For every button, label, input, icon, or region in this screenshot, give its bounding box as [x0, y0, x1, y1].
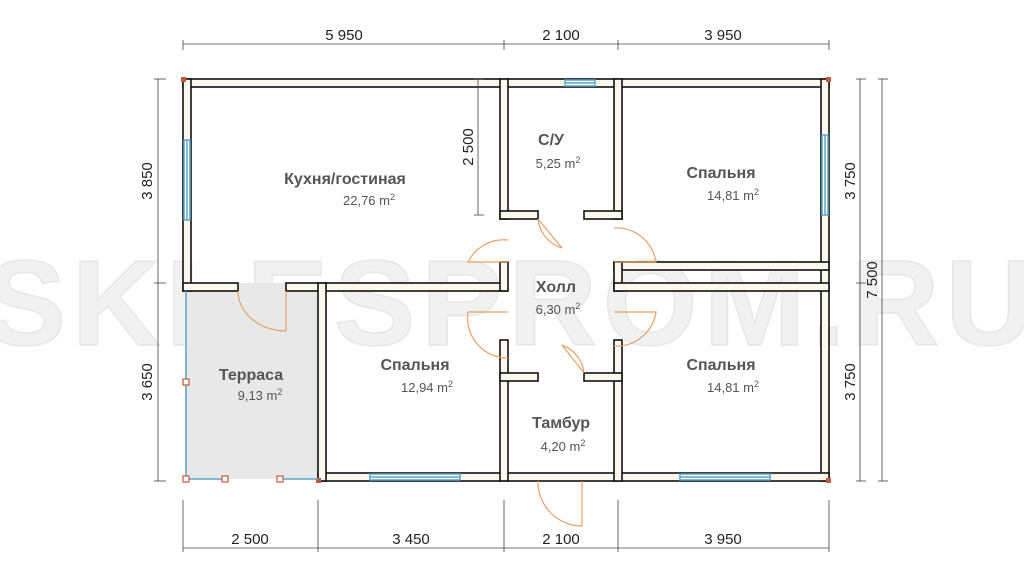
- room-name: Тамбур: [532, 415, 590, 432]
- room-area-sup: 2: [448, 379, 453, 389]
- room-area-sup: 2: [754, 379, 759, 389]
- room-bedroom-bottom-right: Спальня 14,81 m2: [686, 357, 759, 395]
- dim-bottom-4: 3 950: [704, 531, 742, 548]
- door-arcs: [237, 218, 657, 527]
- svg-text:5,25 m2: 5,25 m2: [536, 155, 581, 171]
- room-hall: Холл 6,30 m2: [536, 279, 581, 317]
- room-name: Кухня/гостиная: [284, 171, 406, 188]
- svg-text:22,76 m2: 22,76 m2: [343, 192, 395, 208]
- terrace-floor: [185, 283, 318, 479]
- room-bedroom-bottom-left: Спальня 12,94 m2: [380, 357, 453, 395]
- dim-overall: 7 500: [864, 261, 881, 299]
- dim-right-1: 3 750: [842, 162, 859, 200]
- room-name: С/У: [538, 132, 565, 149]
- dim-left-2: 3 650: [139, 363, 156, 401]
- svg-text:12,94 m2: 12,94 m2: [401, 379, 453, 395]
- svg-text:6,30 m2: 6,30 m2: [536, 301, 581, 317]
- room-terrace: Терраса 9,13 m2: [219, 367, 283, 403]
- room-area: 12,94 m: [401, 380, 448, 395]
- walls: [182, 78, 830, 482]
- room-name: Спальня: [380, 357, 449, 374]
- room-area: 4,20 m: [541, 439, 581, 454]
- dim-top-1: 5 950: [325, 27, 363, 44]
- terrace-posts: [182, 378, 284, 483]
- room-area-sup: 2: [575, 301, 580, 311]
- dim-bottom-3: 2 100: [542, 531, 580, 548]
- svg-text:9,13 m2: 9,13 m2: [238, 387, 283, 403]
- dimension-lines: [154, 40, 888, 552]
- room-area: 14,81 m: [707, 380, 754, 395]
- room-area: 6,30 m: [536, 302, 576, 317]
- corner-posts: [181, 77, 831, 483]
- room-area: 5,25 m: [536, 156, 576, 171]
- dim-left-1: 3 850: [139, 162, 156, 200]
- room-name: Спальня: [686, 165, 755, 182]
- svg-text:4,20 m2: 4,20 m2: [541, 438, 586, 454]
- svg-text:14,81 m2: 14,81 m2: [707, 379, 759, 395]
- svg-text:14,81 m2: 14,81 m2: [707, 187, 759, 203]
- room-area: 9,13 m: [238, 388, 278, 403]
- room-area: 14,81 m: [707, 188, 754, 203]
- room-bedroom-top-right: Спальня 14,81 m2: [686, 165, 759, 203]
- room-wc: С/У 5,25 m2: [536, 132, 581, 171]
- room-vestibule: Тамбур 4,20 m2: [532, 415, 590, 454]
- room-area-sup: 2: [277, 387, 282, 397]
- dim-top-2: 2 100: [542, 27, 580, 44]
- windows: [183, 79, 829, 481]
- dim-top-3: 3 950: [704, 27, 742, 44]
- dim-right-2: 3 750: [842, 363, 859, 401]
- dim-bottom-1: 2 500: [231, 531, 269, 548]
- room-area-sup: 2: [580, 438, 585, 448]
- watermark: SKLESPROM.RU: [0, 235, 1024, 371]
- room-area-sup: 2: [575, 155, 580, 165]
- dim-inner: 2 500: [460, 128, 477, 166]
- room-name: Терраса: [219, 367, 283, 384]
- room-name: Спальня: [686, 357, 755, 374]
- room-area-sup: 2: [754, 187, 759, 197]
- room-area: 22,76 m: [343, 193, 390, 208]
- dim-bottom-2: 3 450: [392, 531, 430, 548]
- room-name: Холл: [536, 279, 576, 296]
- room-kitchen-living: Кухня/гостиная 22,76 m2: [284, 171, 406, 208]
- room-area-sup: 2: [390, 192, 395, 202]
